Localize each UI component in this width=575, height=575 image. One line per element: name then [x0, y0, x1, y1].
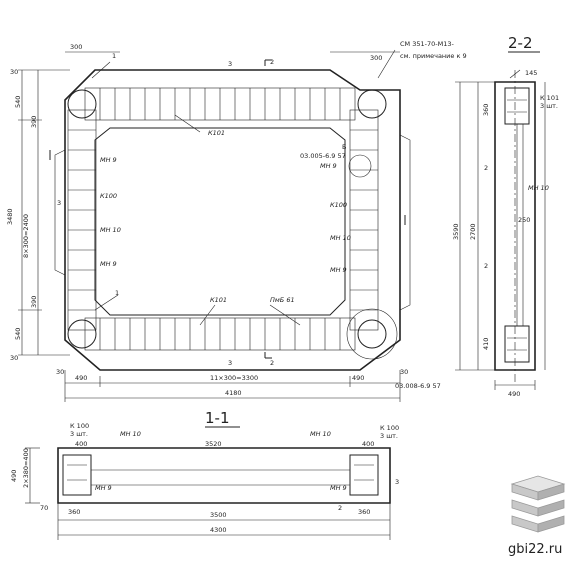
dim-390-bottom: 390 — [30, 296, 38, 308]
label-two-top: 2 — [270, 58, 274, 66]
label-mn10-s22: МН 10 — [528, 184, 549, 192]
dim-4300: 4300 — [210, 526, 227, 534]
dim-250: 250 — [518, 216, 530, 224]
label-b: Б — [342, 143, 346, 151]
label-mn9-s11-right: МН 9 — [330, 484, 347, 492]
label-one-top: 1 — [112, 52, 116, 60]
dim-360-s11: 360 — [68, 508, 80, 516]
dim-390-top: 390 — [30, 116, 38, 128]
dim-360-s11-right: 360 — [358, 508, 370, 516]
label-mn9-right: МН 9 — [320, 162, 337, 170]
label-three-top: 3 — [228, 60, 232, 68]
label-two-s22-b: 2 — [484, 262, 488, 270]
dim-410: 410 — [482, 338, 490, 350]
dim-3500: 3500 — [210, 511, 227, 519]
label-k101-top: К101 — [208, 129, 225, 137]
dim-2700: 2700 — [469, 223, 477, 240]
label-k100-right: К100 — [330, 201, 347, 209]
dim-8x300: 8×300=2400 — [22, 214, 30, 258]
dim-2x380: 2×380=400 — [22, 448, 30, 488]
dim-30-top: 30 — [10, 68, 18, 76]
label-mn10-left: МН 10 — [100, 226, 121, 234]
dim-30-br: 30 — [400, 368, 408, 376]
label-3sht-s11: 3 шт. — [70, 430, 88, 438]
label-3sht-s22: 3 шт. — [540, 102, 558, 110]
label-two-s22: 2 — [484, 164, 488, 172]
label-mn10-s11: МН 10 — [120, 430, 141, 438]
section-title-2-2: 2-2 — [508, 34, 533, 52]
section-title-1-1: 1-1 — [205, 409, 230, 427]
dim-400-s11: 400 — [75, 440, 87, 448]
label-k100-left: К100 — [100, 192, 117, 200]
brand-logo — [510, 475, 566, 533]
dim-360-top: 360 — [482, 104, 490, 116]
label-three-s11: 3 — [395, 478, 399, 486]
label-two-bottom: 2 — [270, 359, 274, 367]
dim-3590: 3590 — [452, 223, 460, 240]
label-k100-s11: К 100 — [70, 422, 89, 430]
label-three-left: 3 — [57, 199, 61, 207]
dim-145: 145 — [525, 69, 537, 77]
label-cm: СМ 351-70-М13- — [400, 40, 454, 48]
label-k100-s11-right: К 100 — [380, 424, 399, 432]
section-1-1: 1-1 К 100 3 шт. К 100 3 шт. МН 10 МН 10 … — [10, 409, 399, 540]
label-three-bottom: 3 — [228, 359, 232, 367]
dim-490-left: 490 — [75, 374, 87, 382]
label-k101-bottom: К101 — [210, 296, 227, 304]
dim-4180: 4180 — [225, 389, 242, 397]
dim-540-bottom: 540 — [14, 328, 22, 340]
dim-top-300-right: 300 — [370, 54, 382, 62]
dim-400-s11-right: 400 — [362, 440, 374, 448]
dim-490-right: 490 — [352, 374, 364, 382]
brand-site: gbi22.ru — [508, 542, 562, 557]
dim-490-s11: 490 — [10, 470, 18, 482]
label-mn9-right-2: МН 9 — [330, 266, 347, 274]
label-one-left: 1 — [115, 289, 119, 297]
label-mn9-left: МН 9 — [100, 156, 117, 164]
plan-view: К101 К101 ПмБ 61 МН 9 К100 МН 10 МН 9 МН… — [6, 40, 467, 402]
label-two-s11: 2 — [338, 504, 342, 512]
label-ref1: 03.005-6.9 57 — [300, 152, 346, 160]
label-cm-note: см. примечание к 9 — [400, 52, 467, 60]
label-pmb61: ПмБ 61 — [270, 296, 295, 304]
dim-3520: 3520 — [205, 440, 222, 448]
label-3sht-s11-right: 3 шт. — [380, 432, 398, 440]
label-mn9-s11: МН 9 — [95, 484, 112, 492]
section-2-2: 2-2 145 К 101 3 шт. 3590 2700 360 410 25… — [452, 34, 559, 398]
dim-top-300: 300 — [70, 43, 82, 51]
dim-11x300: 11×300=3300 — [210, 374, 258, 382]
dim-30-bottom: 30 — [10, 354, 18, 362]
label-k101-s22: К 101 — [540, 94, 559, 102]
dim-490-s22: 490 — [508, 390, 520, 398]
dim-3480: 3480 — [6, 208, 14, 225]
label-mn10-right: МН 10 — [330, 234, 351, 242]
label-mn10-s11-right: МН 10 — [310, 430, 331, 438]
label-ref2: 03.008-6.9 57 — [395, 382, 441, 390]
dim-540-top: 540 — [14, 96, 22, 108]
label-mn9-left-2: МН 9 — [100, 260, 117, 268]
dim-70: 70 — [40, 504, 48, 512]
dim-30-bl: 30 — [56, 368, 64, 376]
